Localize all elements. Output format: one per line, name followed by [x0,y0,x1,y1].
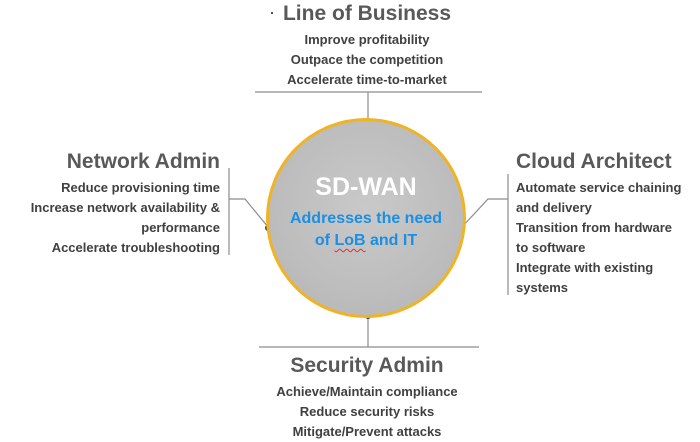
center-circle [266,118,466,318]
connector-left-elbow [229,198,269,228]
center-subtitle-prefix: of [314,232,335,249]
list-item: Reduce provisioning time [61,180,220,195]
cloud-architect-title: Cloud Architect [516,150,672,173]
list-item: performance [141,220,220,235]
center-title: SD-WAN [315,173,417,201]
cloud-architect-list: Automate service chaining and delivery T… [516,178,700,298]
security-admin-list: Achieve/Maintain compliance Reduce secur… [0,382,700,442]
list-item: Outpace the competition [290,52,444,67]
stray-mark [271,12,273,14]
list-item: to software [516,240,586,255]
center-subtitle-line1: Addresses the need [289,210,443,227]
security-admin-title: Security Admin [290,354,444,377]
list-item: Transition from hardware [516,220,673,235]
line-of-business-list: Improve profitability Outpace the compet… [0,30,700,90]
network-admin-list: Reduce provisioning time Increase networ… [31,178,220,258]
network-admin-title: Network Admin [66,150,220,173]
list-item: systems [516,280,569,295]
list-item: Mitigate/Prevent attacks [292,424,442,439]
list-item: Improve profitability [304,32,430,47]
list-item: Accelerate time-to-market [287,72,447,87]
list-item: Reduce security risks [299,404,435,419]
list-item: Integrate with existing [516,260,654,275]
center-subtitle-lob: LoB [334,232,366,249]
center-subtitle: Addresses the need of LoB and IT [266,208,466,252]
center-subtitle-suffix: and IT [365,232,418,249]
list-item: Accelerate troubleshooting [51,240,220,255]
connector-right-elbow [461,198,508,228]
line-of-business-title: Line of Business [282,2,452,25]
list-item: Increase network availability & [30,200,220,215]
list-item: Automate service chaining [516,180,682,195]
list-item: and delivery [516,200,592,215]
list-item: Achieve/Maintain compliance [276,384,458,399]
